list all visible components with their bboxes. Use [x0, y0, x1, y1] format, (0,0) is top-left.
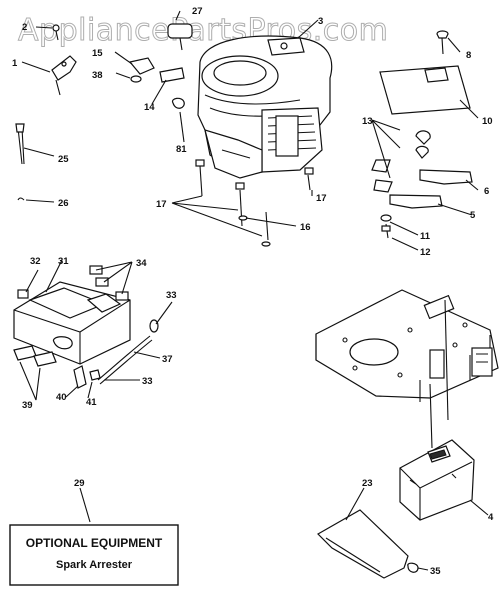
breather-tube-part	[97, 319, 159, 385]
engine-assembly	[167, 23, 333, 179]
label-part-38: 38	[92, 70, 103, 81]
air-cleaner-assembly	[13, 265, 131, 389]
label-part-32: 32	[30, 256, 41, 267]
label-part-25: 25	[58, 154, 69, 165]
label-part-33-bottom: 33	[142, 376, 153, 387]
optional-equipment-box: OPTIONAL EQUIPMENT Spark Arrester	[9, 524, 179, 586]
spark-arrester-caption: Spark Arrester	[56, 559, 133, 571]
label-part-14: 14	[144, 102, 155, 113]
label-part-23: 23	[362, 478, 373, 489]
muffler-leader-lines	[429, 299, 449, 449]
label-part-35: 35	[430, 566, 441, 577]
label-part-3: 3	[318, 16, 323, 27]
label-part-33-top: 33	[166, 290, 177, 301]
label-part-40: 40	[56, 392, 67, 403]
label-part-5: 5	[470, 210, 476, 221]
leader-lines	[19, 10, 489, 571]
label-part-1: 1	[12, 58, 18, 69]
label-part-13: 13	[362, 116, 373, 127]
frame-plate	[315, 289, 499, 402]
label-part-26: 26	[58, 198, 69, 209]
fuel-fitting-part	[128, 57, 185, 109]
label-part-37: 37	[162, 354, 173, 365]
part-number-labels: 2 1 27 3 15 38 14 81 8 10 13 6 5 11 12 2…	[12, 6, 494, 577]
label-part-29: 29	[74, 478, 85, 489]
label-part-10: 10	[482, 116, 493, 127]
label-part-4: 4	[488, 512, 494, 523]
label-part-39: 39	[22, 400, 33, 411]
muffler-part	[399, 439, 475, 521]
label-part-6: 6	[484, 186, 489, 197]
optional-equipment-title: OPTIONAL EQUIPMENT	[26, 536, 163, 550]
label-part-27: 27	[192, 6, 203, 17]
label-part-34: 34	[136, 258, 147, 269]
label-part-15: 15	[92, 48, 103, 59]
label-part-12: 12	[420, 247, 431, 258]
label-part-17-left: 17	[156, 199, 167, 210]
label-part-2: 2	[22, 22, 27, 33]
label-part-17-right: 17	[316, 193, 327, 204]
label-part-8: 8	[466, 50, 471, 61]
dipstick-part	[15, 123, 25, 201]
watermark-text: AppliancePartsPros.com	[18, 13, 388, 48]
label-part-16: 16	[300, 222, 311, 233]
heat-shield-part	[379, 30, 471, 115]
label-part-41: 41	[86, 397, 97, 408]
exhaust-pipe-parts	[371, 130, 473, 239]
throttle-bracket-part	[51, 24, 77, 96]
label-part-81: 81	[176, 144, 187, 155]
spark-arrester-shield	[317, 509, 419, 579]
label-part-11: 11	[420, 231, 431, 242]
label-part-31: 31	[58, 256, 69, 267]
